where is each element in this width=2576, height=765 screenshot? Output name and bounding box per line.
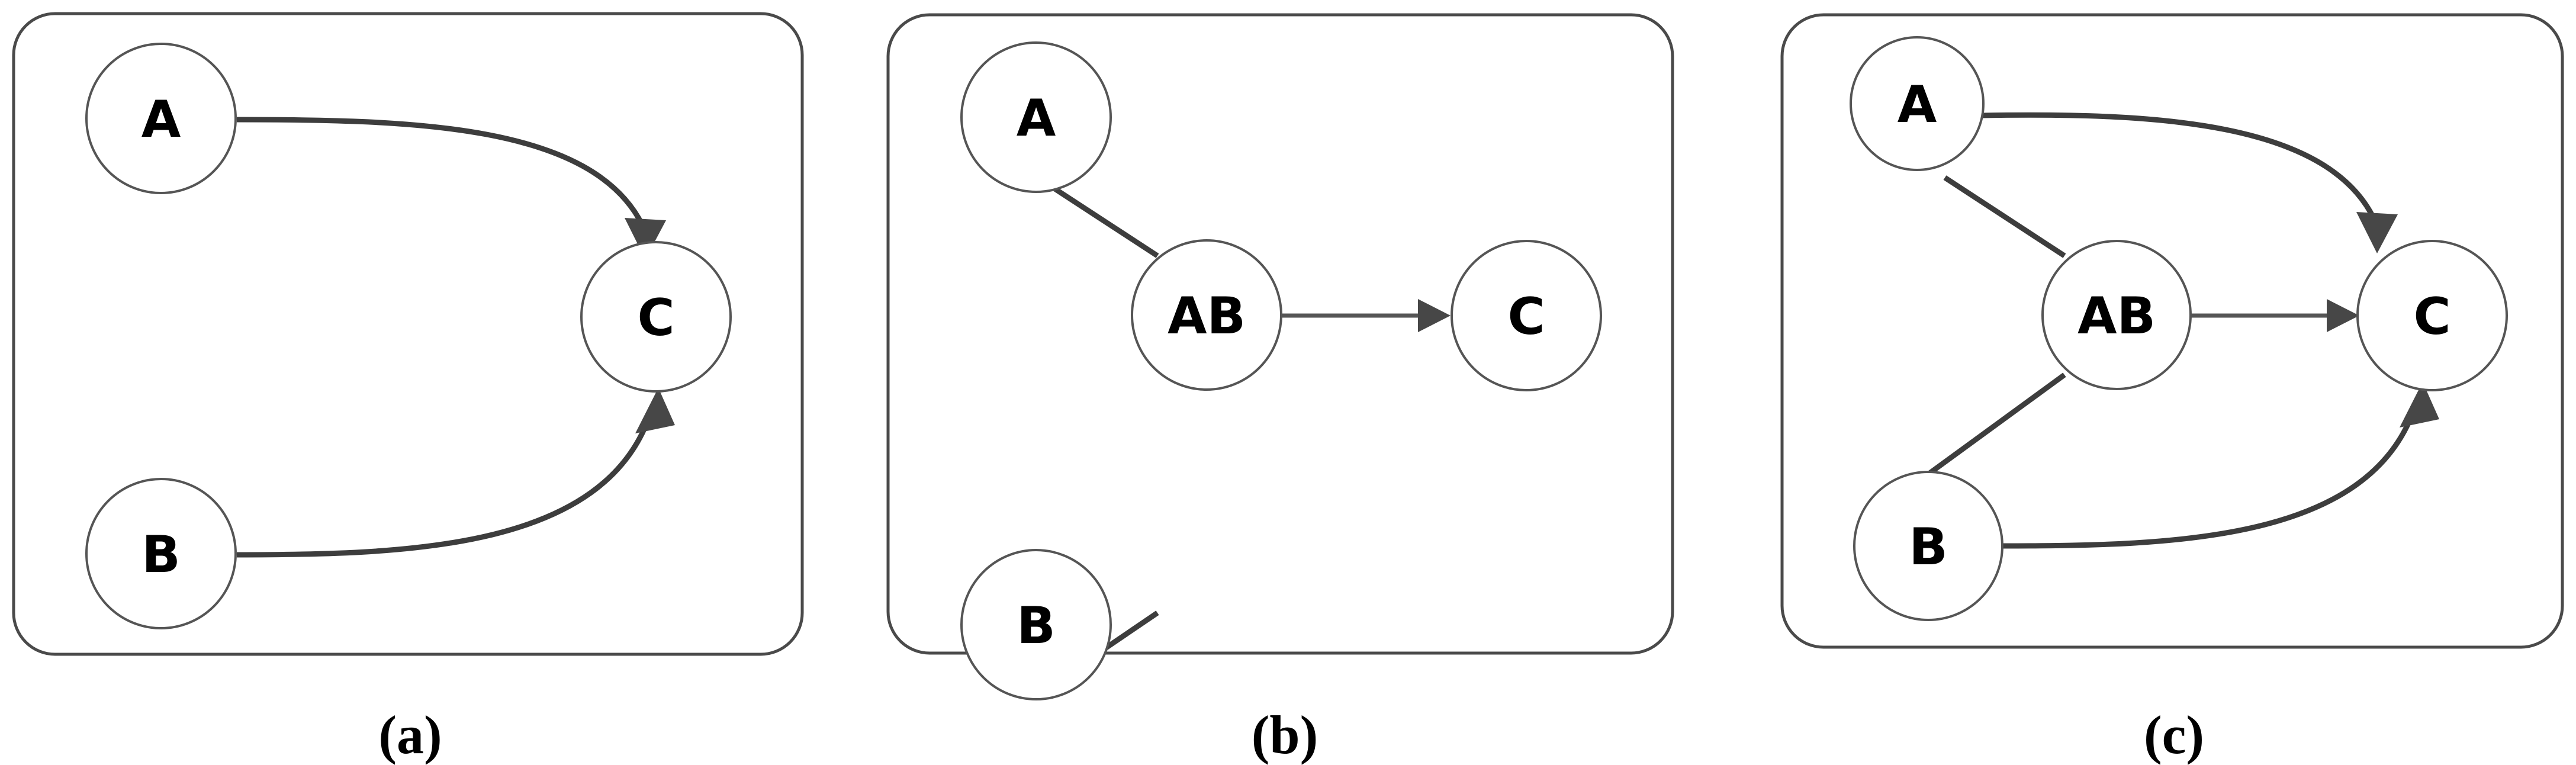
panel-b-node-c-circle[interactable] (1451, 240, 1602, 391)
panel-a-node-b[interactable]: B (85, 478, 237, 629)
panel-a-arrowhead-a-to-c (625, 218, 666, 259)
panel-c-arrowhead-a-to-c (2356, 212, 2398, 253)
panel-c-node-c-label: C (2413, 287, 2450, 346)
panel-a-node-a-circle[interactable] (85, 43, 237, 194)
panel-a-edge-a-to-c (236, 117, 645, 227)
panel-b-node-b-circle[interactable] (960, 549, 1112, 700)
panel-b-arrowhead-ab-to-c (1418, 299, 1451, 332)
panel-a-node-c-circle[interactable] (580, 241, 732, 393)
panel-b-node-ab-circle[interactable] (1131, 239, 1282, 391)
panel-c-node-c-circle[interactable] (2356, 240, 2508, 391)
panel-b-node-c[interactable]: C (1451, 240, 1602, 391)
panel-c-node-a[interactable]: A (1850, 36, 1985, 171)
panel-c-node-a-label: A (1898, 75, 1937, 134)
panel-a-node-a[interactable]: A (85, 43, 237, 194)
panel-a-node-c[interactable]: C (580, 241, 732, 393)
panel-c-edge-a-to-c (1982, 112, 2377, 220)
panel-b-node-b[interactable]: B (960, 549, 1112, 700)
panel-b: A B AB C (b) (886, 13, 1674, 765)
panel-b-caption: (b) (1252, 705, 1318, 765)
panel-c: A B AB C (c) (1780, 13, 2564, 765)
panel-c-node-b-label: B (1909, 518, 1948, 577)
panel-b-node-a-label: A (1017, 89, 1056, 148)
panel-c-node-c[interactable]: C (2356, 240, 2508, 391)
panel-b-edge-a-to-ab (1045, 181, 1159, 258)
panel-b-node-a-circle[interactable] (960, 41, 1112, 193)
panel-c-node-b[interactable]: B (1853, 471, 2003, 621)
panel-a-node-b-label: B (141, 525, 181, 584)
panel-b-node-c-label: C (1507, 287, 1545, 346)
panel-c-edge-b-to-ab (1927, 372, 2066, 476)
panel-c-arrowhead-ab-to-c (2327, 299, 2359, 332)
panel-b-node-b-label: B (1017, 596, 1056, 655)
panel-c-node-b-circle[interactable] (1853, 471, 2003, 621)
panel-a-edge-b-to-c (236, 413, 653, 558)
panel-c-caption: (c) (2144, 705, 2204, 765)
panel-b-node-a[interactable]: A (960, 41, 1112, 193)
panel-b-node-ab[interactable]: AB (1131, 239, 1282, 391)
panel-a: A B C (a) (12, 12, 804, 765)
panel-a-node-a-label: A (141, 90, 181, 149)
panel-c-node-ab-circle[interactable] (2041, 240, 2192, 390)
panel-c-node-ab[interactable]: AB (2041, 240, 2192, 390)
panel-a-node-c-label: C (637, 288, 674, 348)
panel-c-edge-a-to-ab (1943, 175, 2066, 258)
panel-c-node-ab-label: AB (2077, 287, 2156, 346)
panel-a-node-b-circle[interactable] (85, 478, 237, 629)
panel-c-node-a-circle[interactable] (1850, 36, 1985, 171)
panel-c-arrowhead-b-to-c (2400, 382, 2439, 427)
panel-a-caption: (a) (378, 705, 442, 765)
panel-c-edge-b-to-c (2002, 407, 2417, 549)
panel-b-node-ab-label: AB (1168, 287, 1246, 346)
panel-a-arrowhead-b-to-c (635, 388, 675, 433)
